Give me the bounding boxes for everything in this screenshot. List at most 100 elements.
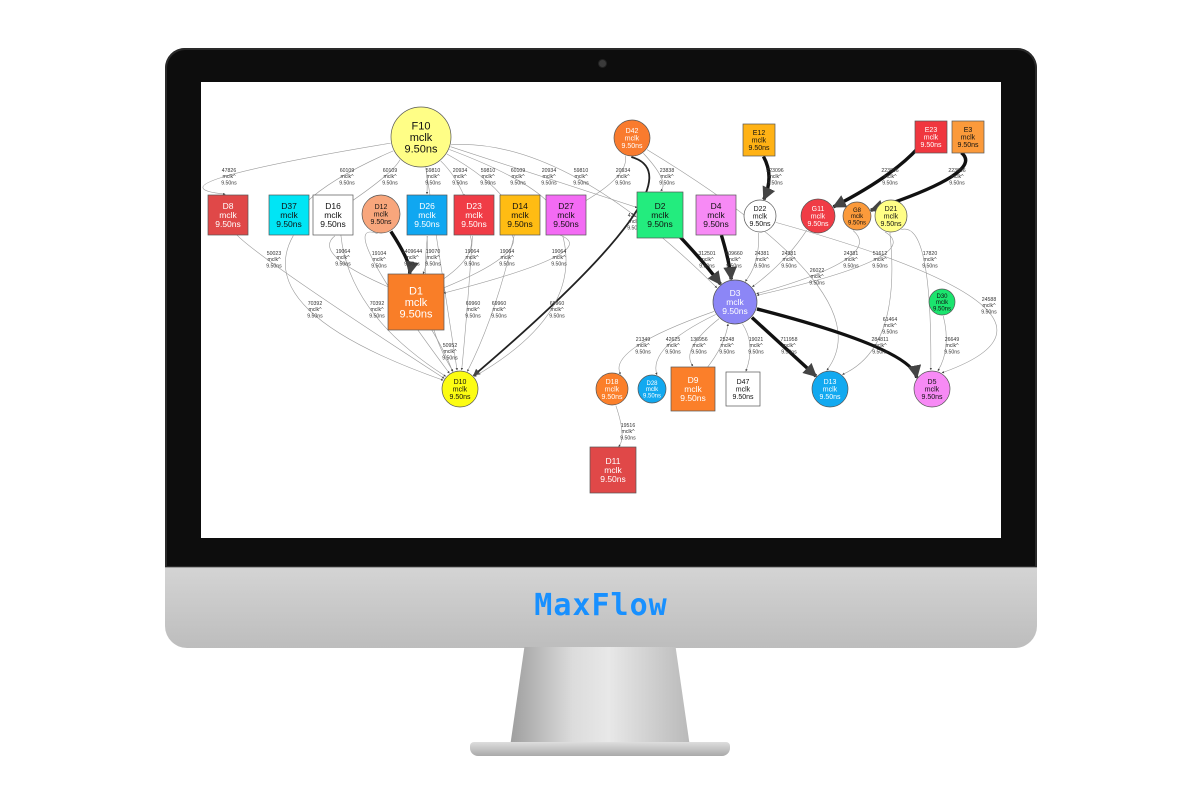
graph-edge [761, 155, 776, 201]
graph-edge [618, 311, 715, 375]
graph-edge [582, 155, 626, 203]
graph-edge [832, 146, 920, 209]
node-box [636, 191, 684, 239]
node-circle [613, 119, 651, 157]
graph-edge [756, 230, 860, 295]
node-box [499, 194, 541, 236]
graph-edge [349, 159, 401, 203]
node-box [406, 194, 448, 236]
graph-edge [643, 153, 664, 192]
graph-edge [425, 167, 458, 371]
node-circle [928, 288, 956, 316]
node-box [914, 120, 948, 154]
graph-edge [775, 222, 998, 374]
graph-edge [450, 144, 718, 289]
node-box [453, 194, 495, 236]
node-box [268, 194, 310, 236]
graph-edge [449, 149, 550, 204]
graph-edge [340, 234, 446, 377]
graph-edge [437, 235, 472, 284]
graph-edge [305, 150, 394, 203]
node-circle [441, 370, 479, 408]
graph-edge [441, 234, 514, 289]
node-box [312, 194, 354, 236]
graph-edge [474, 235, 567, 377]
graph-edge [364, 231, 450, 374]
node-circle [811, 370, 849, 408]
node-box [545, 194, 587, 236]
graph-edge [285, 235, 444, 381]
monitor-chin: MaxFlow [165, 567, 1037, 648]
graph-edge [756, 307, 922, 380]
graph-edge [615, 405, 623, 447]
node-box [951, 120, 985, 154]
graph-edge [202, 142, 391, 196]
graph-edge [646, 149, 839, 371]
